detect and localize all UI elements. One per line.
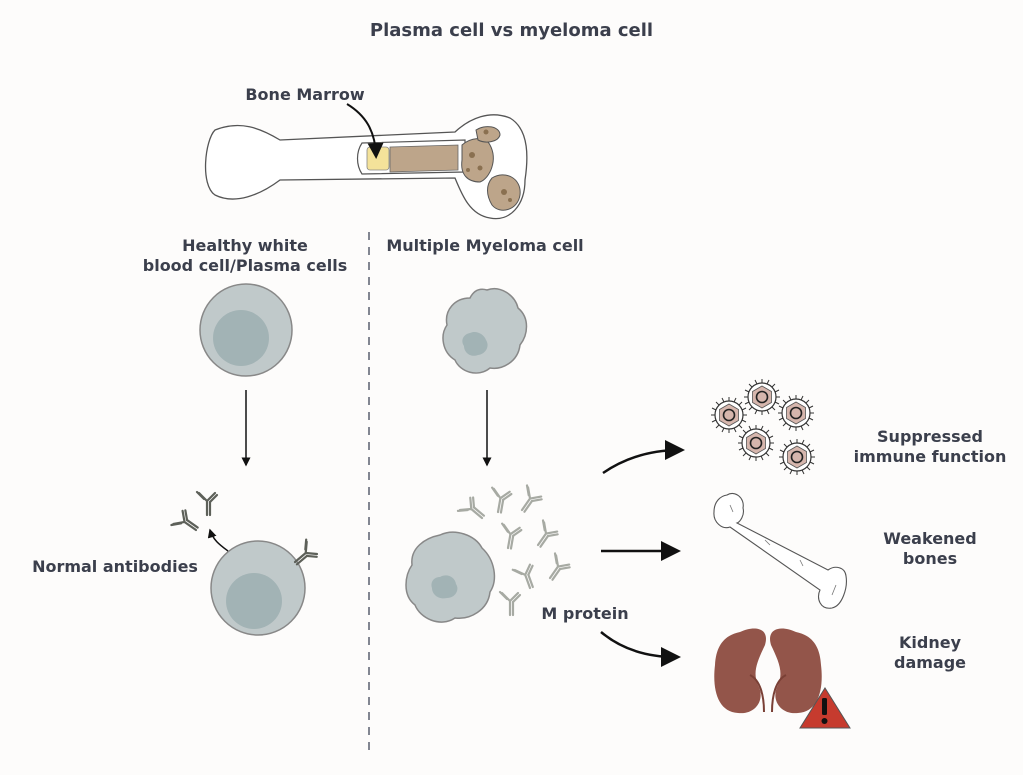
warning-icon bbox=[799, 687, 851, 729]
virus-icon bbox=[737, 424, 775, 462]
arrow-to-kidney bbox=[600, 631, 681, 667]
effect-immune-line1: Suppressed bbox=[877, 427, 983, 446]
m-protein-icon bbox=[511, 561, 541, 593]
myeloma-cell-label: Multiple Myeloma cell bbox=[386, 236, 584, 255]
marrow-highlight bbox=[366, 146, 390, 171]
m-protein-icon bbox=[498, 590, 522, 617]
effect-bones-line2: bones bbox=[902, 549, 958, 568]
arrow-to-immune bbox=[602, 440, 685, 475]
bone-marrow-pointer-arrow bbox=[346, 103, 384, 159]
m-protein-icon bbox=[456, 494, 490, 527]
healthy-cell-label-line2: blood cell/Plasma cells bbox=[142, 256, 348, 275]
virus-icon bbox=[778, 438, 816, 476]
virus-icon bbox=[743, 378, 781, 416]
healthy-cell-label-line1: Healthy white bbox=[182, 236, 308, 255]
myeloma-cell bbox=[442, 288, 528, 374]
myeloma-cell-producing bbox=[405, 531, 496, 623]
normal-antibodies-label: Normal antibodies bbox=[32, 557, 198, 576]
antibody-icon bbox=[195, 490, 219, 517]
weakened-bone-icon bbox=[713, 492, 847, 609]
virus-icon bbox=[777, 394, 815, 432]
page-title: Plasma cell vs myeloma cell bbox=[369, 20, 654, 41]
m-protein-icon bbox=[512, 484, 545, 517]
antibody-release-arrow bbox=[207, 528, 229, 552]
effect-bones-line1: Weakened bbox=[883, 529, 977, 548]
kidney-icon bbox=[714, 628, 822, 714]
antibody-producing-cell bbox=[210, 540, 306, 636]
immune-pathogens bbox=[710, 378, 816, 476]
m-protein-icon bbox=[487, 486, 513, 515]
antibody-icon bbox=[170, 507, 203, 540]
m-protein-icon bbox=[540, 552, 573, 585]
virus-icon bbox=[710, 396, 748, 434]
effect-kidney-line1: Kidney bbox=[898, 633, 961, 652]
bone-marrow-label: Bone Marrow bbox=[245, 85, 365, 104]
m-protein-icon bbox=[497, 522, 523, 551]
m-protein-label: M protein bbox=[541, 604, 629, 623]
bone-cross-section bbox=[204, 114, 528, 220]
healthy-plasma-cell bbox=[199, 283, 293, 377]
effect-immune-line2: immune function bbox=[853, 447, 1007, 466]
m-protein-icon bbox=[528, 519, 561, 552]
effect-kidney-line2: damage bbox=[893, 653, 967, 672]
